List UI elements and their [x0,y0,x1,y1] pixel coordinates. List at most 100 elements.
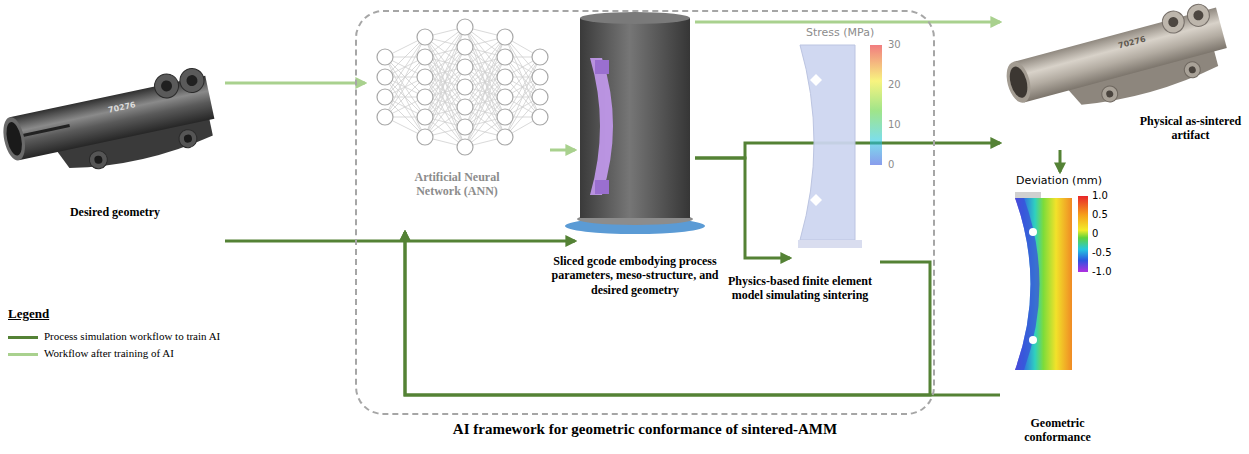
meso-structure [590,58,613,195]
ann-neuron [532,109,548,125]
colorbar-tick: -1.0 [1092,266,1112,277]
ann-neuron [497,109,513,125]
node-label: Sliced gcode embodying process parameter… [545,254,725,297]
part-boss-hole [185,74,198,87]
framework-region: AI framework for geometric conformance o… [355,10,935,415]
part-figure: Desired geometry [5,70,225,250]
node-label: Physics-based finite element model simul… [720,274,880,303]
part-lug [1182,60,1202,80]
ann-neuron [497,29,513,45]
part-boss [1185,2,1212,29]
ann-neuron [457,99,473,115]
flow-arrow [695,21,1000,24]
ann-neuron [457,19,473,35]
ann-neuron [497,69,513,85]
ann-neuron [457,59,473,75]
deviation-hole [1029,228,1037,236]
ann-neuron [532,49,548,65]
ann-neuron [457,119,473,135]
colorbar-tick: 0 [888,159,894,170]
ann-neuron [417,109,433,125]
ann-neuron [377,49,393,65]
flow-arrow [225,82,365,85]
gcode-figure: Sliced gcode embodying process parameter… [575,8,695,248]
ann-neuron [457,139,473,155]
node-label: AI framework for geometric conformance o… [357,421,933,438]
flow-arrow [550,149,575,152]
ann-link [505,57,540,117]
colorbar-tick: 10 [888,119,901,130]
node-label: Physical as-sintered artifact [1138,114,1243,143]
part-boss [178,66,206,94]
deviation-section [1015,198,1072,370]
ann-neuron [417,69,433,85]
part-lug [88,149,109,170]
legend-title: Legend [8,306,49,322]
deviation-colorbar [1078,196,1088,272]
fe-node [810,74,822,86]
ann-neuron [457,39,473,55]
part-lug-hole [94,155,103,164]
colorbar-tick: 0.5 [1092,209,1108,220]
deviation-cap [1015,192,1041,198]
flow-arrow [405,232,930,395]
ann-link [385,57,425,117]
colorbar-tick: 0 [1092,228,1098,239]
part-boss-hole [160,79,173,92]
support-block [595,60,609,74]
ann-link [385,57,425,117]
node-label: Desired geometry [5,205,225,219]
part-lug [1100,84,1120,104]
part-end [0,115,29,162]
part-number: 70276 [107,100,136,115]
ann-link [385,37,425,97]
ann-figure: Artificial Neural Network (ANN) [365,12,550,232]
part-boss-hole [1167,16,1179,28]
fe-colorbar [870,45,882,165]
support-block [595,180,609,194]
part-bore [4,121,25,157]
part-number: 70276 [1117,35,1146,51]
colorbar-title: Deviation (mm) [1016,174,1102,187]
ann-neuron [532,89,548,105]
ann-neuron [497,89,513,105]
ann-neuron [417,29,433,45]
ann-link [505,77,540,137]
ann-link [505,37,540,97]
deviation-edge [1015,198,1040,370]
part-bore [1007,65,1031,100]
node-label: Artificial Neural Network (ANN) [392,170,522,199]
legend-swatch [8,353,38,356]
part-lug-hole [1105,90,1114,99]
flow-arrow [1059,150,1062,172]
node-label: Geometric conformance [1000,416,1115,445]
legend-text: Workflow after training of AI [44,347,174,359]
ann-neuron [417,129,433,145]
desired-part [0,66,220,187]
legend-text: Process simulation workflow to train AI [44,330,220,342]
colorbar-tick: 1.0 [1092,190,1108,201]
colorbar-tick: 20 [888,79,901,90]
flow-arrow [695,158,790,258]
part-lug-hole [183,134,192,143]
legend-swatch [8,336,38,339]
ann-neuron [377,69,393,85]
fe-base [798,240,862,248]
ann-neuron [417,89,433,105]
ann-neuron [377,109,393,125]
fe-figure: Physics-based finite element model simul… [790,15,880,268]
cylinder-top [580,12,690,24]
artifact-figure: Physical as-sintered artifact [1000,0,1245,150]
fe-section [800,45,855,240]
ann-neuron [377,89,393,105]
colorbar-tick: -0.5 [1092,247,1112,258]
fe-node [810,194,822,206]
part-lug [177,128,198,149]
colorbar-tick: 30 [888,39,901,50]
colorbar-title: Stress (MPa) [806,26,874,39]
ann-neuron [532,69,548,85]
